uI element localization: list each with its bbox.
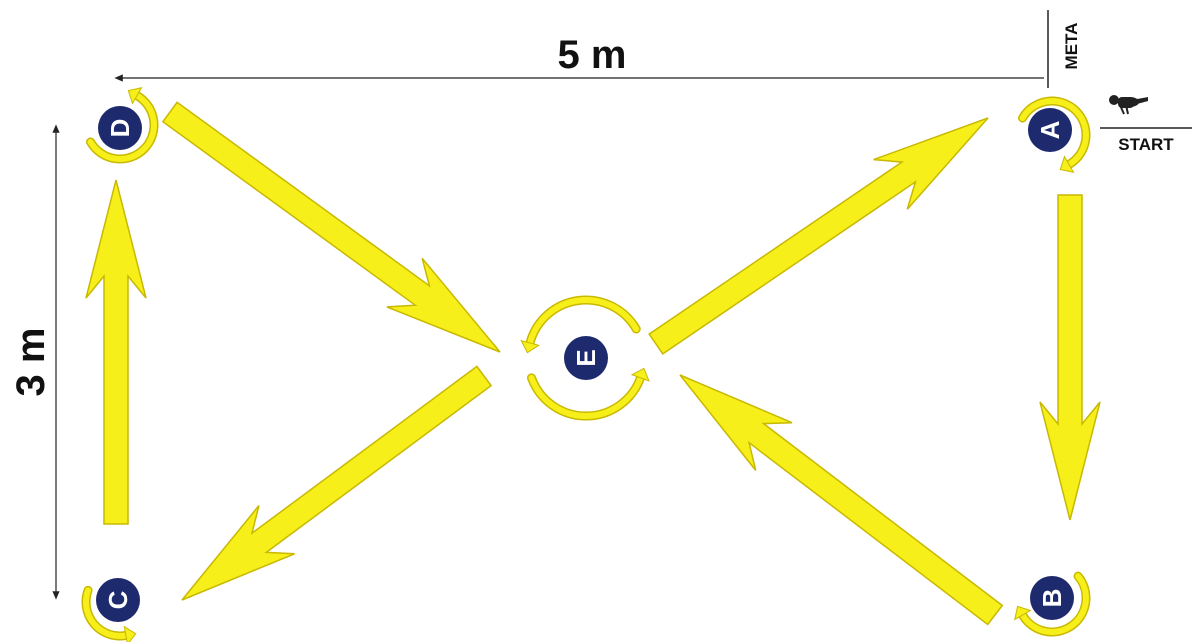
turn-arrow-d (86, 87, 159, 164)
turn-arrow-c (81, 585, 137, 642)
arrow-c-to-d (85, 179, 147, 525)
height-dimension: 3 m (9, 124, 60, 600)
turn-arrow-b (1014, 571, 1091, 637)
turn-arrow-a (1018, 96, 1091, 173)
arrow-e-to-a (648, 117, 989, 355)
arrow-b-to-e (679, 374, 1004, 626)
node-label: B (1037, 589, 1067, 608)
node-d: D (98, 106, 142, 150)
finish-marker: META (1062, 23, 1081, 70)
node-a: A (1028, 108, 1072, 152)
finish-label: META (1062, 23, 1081, 70)
cone-nodes: A B C D E (96, 106, 1074, 622)
node-label: E (571, 349, 601, 366)
turn-arrow-e-bottom (526, 367, 650, 421)
width-dimension: 5 m (114, 10, 1049, 88)
node-label: C (103, 590, 133, 609)
arrow-d-to-e (161, 101, 501, 353)
node-e: E (564, 336, 608, 380)
arrow-a-to-b (1039, 194, 1101, 521)
height-label: 3 m (9, 328, 53, 397)
node-label: A (1035, 120, 1065, 139)
arrow-e-to-c (181, 365, 493, 601)
route-arrows (85, 101, 1101, 626)
turn-arrows (81, 87, 1091, 642)
start-label: START (1118, 135, 1174, 154)
runner-icon (1109, 95, 1148, 115)
node-label: D (105, 119, 135, 138)
node-b: B (1030, 576, 1074, 620)
node-c: C (96, 578, 140, 622)
turn-arrow-e-top (520, 295, 641, 354)
width-label: 5 m (558, 33, 627, 77)
start-marker: START (1100, 95, 1192, 154)
